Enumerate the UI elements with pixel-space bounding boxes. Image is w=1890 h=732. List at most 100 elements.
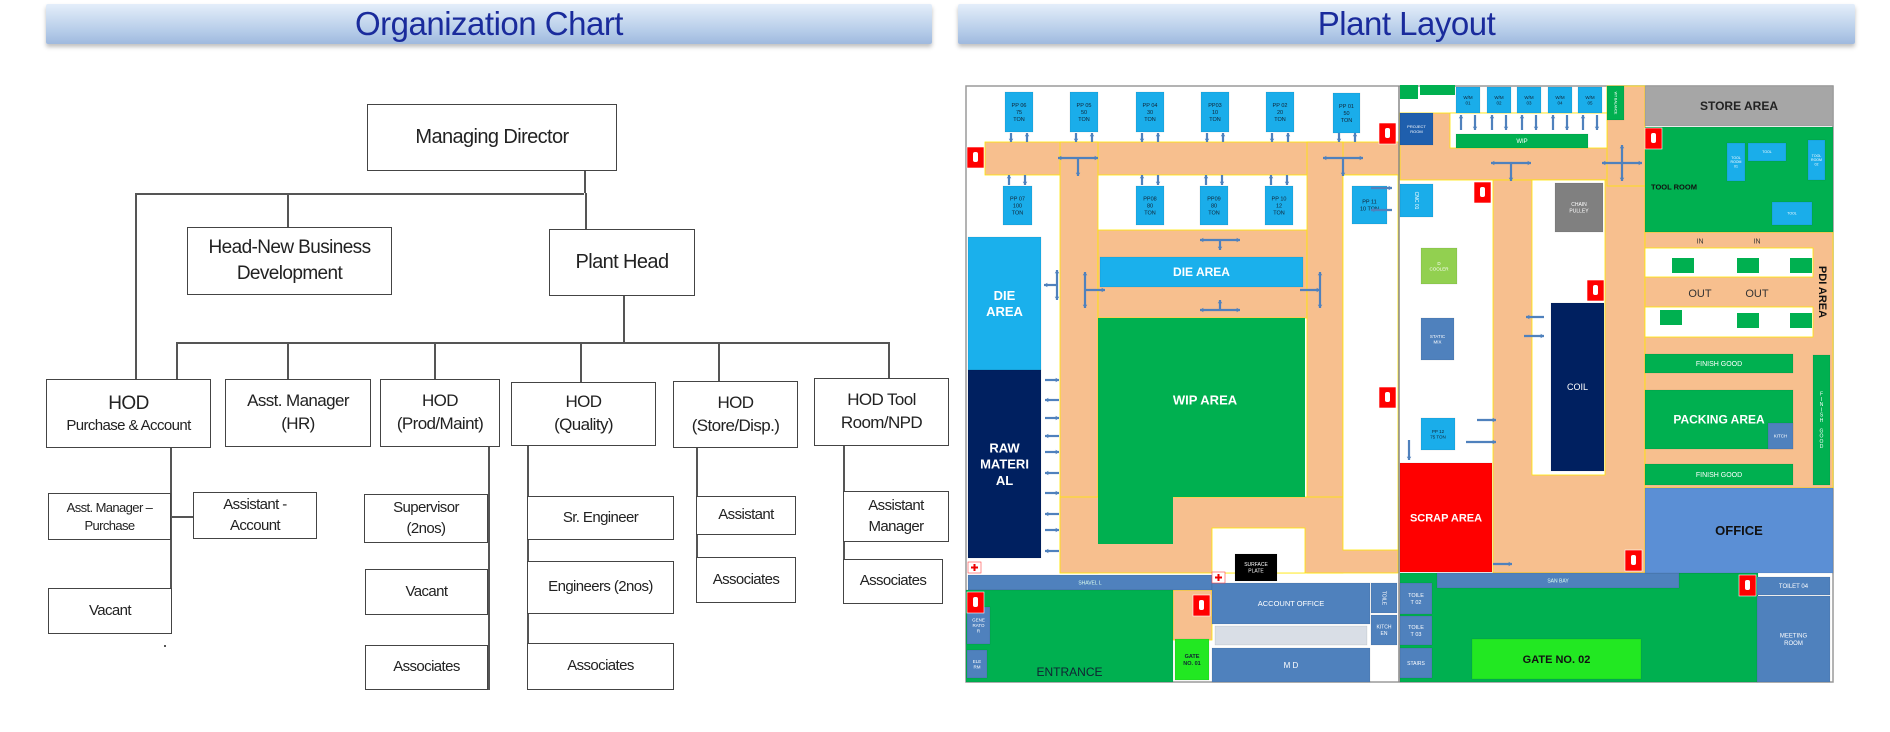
flow-arrow [1285,133,1291,142]
arrow-head [1045,511,1049,517]
area-label-line: ROOM [1811,158,1822,162]
flow-arrow [1219,175,1225,185]
org-node-label: (HR) [281,414,315,433]
area-in-2: IN [1754,238,1761,245]
area-label-line: MATERI [980,457,1029,472]
arrow-head [1045,397,1049,403]
org-node-label: (Quality) [554,415,613,434]
area-wt-balance: WT BALANCE [1606,85,1625,121]
area-label-line: TOILE [1408,593,1424,599]
area-entrance: ENTRANCE [965,589,1174,683]
arrow-head [1533,126,1539,130]
area-label-line: PP 01 [1339,104,1354,110]
area-label-line: 50 [1081,110,1087,116]
flow-arrow [1340,158,1346,176]
area-office: OFFICE [1644,487,1834,574]
flow-arrow [1045,415,1059,421]
flow-arrow [1269,133,1275,142]
org-node-asst-mgr-hr: Asst. Manager (HR) [225,379,371,447]
area-out-2: OUT [1745,288,1769,300]
flow-arrow [1203,175,1209,185]
area-label-line: I [1821,397,1822,403]
arrow-head [1082,304,1088,308]
connector-line [488,447,490,690]
area-label-line: EN [1381,631,1388,637]
arrow-head [1082,272,1088,276]
connector-line [135,193,584,195]
flow-arrow [1082,272,1088,290]
area-shape [1399,582,1433,615]
connector-line [585,193,587,229]
area-shape [965,589,1174,683]
flow-arrow [1139,133,1145,142]
flow-arrow [1045,449,1059,455]
equipment-unit [1790,258,1812,273]
flow-arrow [1089,133,1095,142]
org-node-label: Supervisor [393,499,459,517]
area-label-line: 30 [1147,110,1153,116]
flow-arrow [1045,548,1059,554]
area-label: WIP [1516,139,1527,145]
area-label-line: GENE [972,617,985,622]
fire-extinguisher-icon [1378,122,1397,145]
arrow-head [1008,138,1014,142]
flow-arrow [1619,163,1625,181]
flow-arrow [1045,470,1059,476]
org-node-label: HOD [717,392,755,412]
flow-arrow [1317,272,1323,290]
area-shape [1399,615,1433,646]
arrow-head [1045,433,1049,439]
area-label: TOILE [1380,591,1386,606]
area-shape [967,369,1042,559]
area-shape [1002,185,1033,226]
area-label-line: PP 06 [1012,103,1027,109]
org-node-label: Asst. Manager [247,391,349,411]
connector-line [584,171,586,193]
area-label-line: 75 TON [1430,434,1446,439]
area-stairs: STAIRS [1399,647,1433,679]
flow-arrow [1526,314,1544,320]
flow-arrow [1217,240,1223,250]
flow-arrow [1082,290,1088,308]
arrow-head [1285,133,1291,137]
flow-arrow [1371,185,1392,191]
arrow-head [1236,307,1240,313]
area-label-line: NO. 01 [1183,661,1200,667]
flow-arrow [1472,115,1478,130]
org-node-label: Associates [712,570,780,588]
extinguisher-glyph [1199,600,1204,610]
area-label-line: 10 TON [1360,206,1379,212]
fire-extinguisher-icon [966,591,985,614]
area-toilet4: TOILET 04 [1756,576,1831,596]
arrow-head [1489,115,1495,119]
area-label-line: TON [1341,118,1353,124]
org-node-label: Engineers (2nos) [548,578,653,596]
org-node-purchase-vacant: Vacant [48,588,172,634]
org-node-label: Sr. Engineer [562,508,639,526]
extinguisher-glyph [1385,392,1390,402]
area-shape [1399,462,1493,573]
area-label-line: PP03 [1208,103,1221,109]
area-label-line: W/M [1463,95,1472,100]
flow-arrow [1045,490,1059,496]
area-scrap-area: SCRAP AREA [1399,462,1493,573]
org-node-engineers: Engineers (2nos) [527,561,674,614]
connector-line [287,342,289,379]
first-aid-icon [1211,571,1226,584]
org-node-label: Room/NPD [840,413,923,432]
org-node-label: Associates [393,658,460,676]
flow-arrow [1300,287,1320,293]
